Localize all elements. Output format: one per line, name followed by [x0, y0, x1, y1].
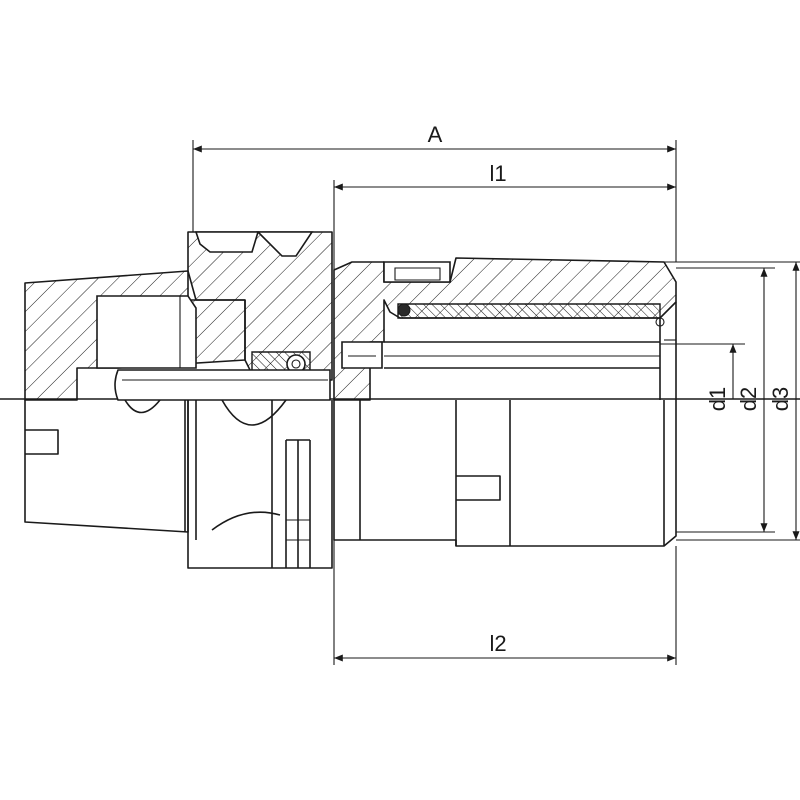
lower-outside-view — [24, 399, 677, 569]
label-d2: d2 — [736, 387, 761, 411]
coolant-tube — [114, 369, 331, 401]
taper-shank-outline — [24, 400, 189, 533]
clamp-body-outline — [333, 400, 677, 547]
dimension-lines — [192, 140, 800, 665]
flange-outline — [187, 400, 333, 569]
upper-section-view — [24, 231, 677, 401]
label-l2: l2 — [489, 631, 506, 656]
label-l1: l1 — [489, 161, 506, 186]
shank-inner-pocket — [96, 295, 197, 369]
flange-section — [187, 231, 333, 381]
flange-v-groove — [256, 231, 314, 257]
label-d1: d1 — [705, 387, 730, 411]
needle-cage — [397, 303, 661, 319]
label-d3: d3 — [768, 387, 793, 411]
label-A: A — [428, 122, 443, 147]
